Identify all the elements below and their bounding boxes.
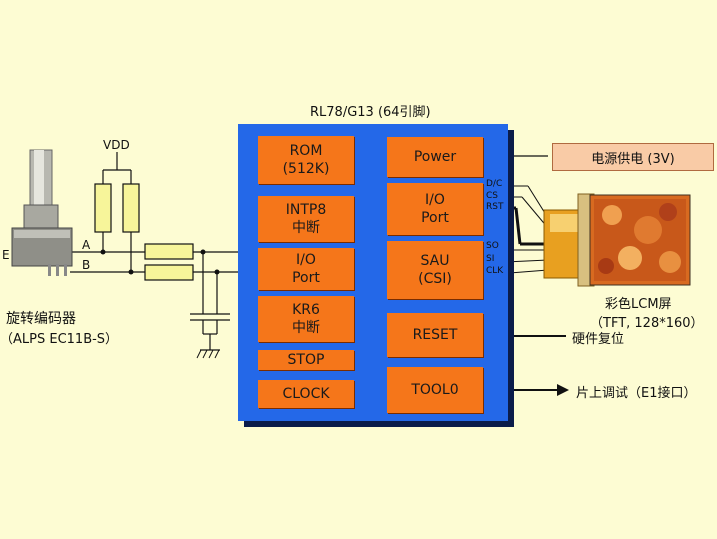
rom-block-label: ROM (512K) [282, 143, 330, 177]
intp8-block: INTP8 中断 [258, 196, 354, 242]
vdd-label: VDD [103, 138, 130, 152]
pullup-resistor-a [94, 183, 112, 233]
line-b-label: B [82, 258, 91, 272]
lcd-module-image [543, 193, 691, 287]
vdd-label-text: VDD [103, 138, 130, 152]
io-port-right-label: I/O Port [421, 192, 449, 226]
series-resistor-a [144, 243, 194, 260]
power-block: Power [387, 137, 483, 177]
diagram-title: RL78/G13 (64引脚) [310, 105, 431, 120]
power-supply-label: 电源供电 (3V) [591, 151, 675, 167]
rotary-encoder-image [11, 149, 73, 276]
rom-block: ROM (512K) [258, 136, 354, 184]
pullup-resistor-b [122, 183, 140, 233]
line-e-label: E [2, 248, 10, 262]
reset-label: 硬件复位 [572, 332, 625, 347]
stop-block-label: STOP [287, 352, 325, 368]
kr6-block-label: KR6 中断 [292, 302, 320, 336]
series-resistor-b [144, 264, 194, 281]
clock-block: CLOCK [258, 380, 354, 408]
encoder-name-label: 旋转编码器 [6, 311, 76, 327]
debug-label: 片上调试（E1接口） [576, 386, 697, 401]
pin-si: SI [486, 254, 495, 264]
pin-so: SO [486, 241, 499, 251]
io-port-left-block: I/O Port [258, 248, 354, 290]
io-port-right-block: I/O Port [387, 183, 483, 235]
line-a-label: A [82, 238, 91, 252]
reset-block-label: RESET [412, 327, 458, 343]
pin-dc: D/C [486, 179, 503, 189]
pin-rst: RST [486, 202, 504, 212]
stop-block: STOP [258, 350, 354, 370]
tool0-block-label: TOOL0 [411, 382, 459, 398]
io-port-left-label: I/O Port [292, 252, 320, 286]
reset-block: RESET [387, 313, 483, 357]
pin-cs: CS [486, 191, 498, 201]
power-block-label: Power [413, 149, 457, 165]
lcd-spec-label: （TFT, 128*160） [590, 316, 704, 331]
intp8-block-label: INTP8 中断 [285, 202, 327, 236]
encoder-model-label: （ALPS EC11B-S） [0, 332, 119, 347]
clock-block-label: CLOCK [282, 386, 330, 402]
sau-block: SAU (CSI) [387, 241, 483, 299]
lcd-name-label: 彩色LCM屏 [605, 297, 672, 312]
kr6-block: KR6 中断 [258, 296, 354, 342]
pin-clk: CLK [486, 266, 504, 276]
sau-block-label: SAU (CSI) [418, 253, 452, 287]
power-supply-box: 电源供电 (3V) [552, 143, 714, 171]
tool0-block: TOOL0 [387, 367, 483, 413]
